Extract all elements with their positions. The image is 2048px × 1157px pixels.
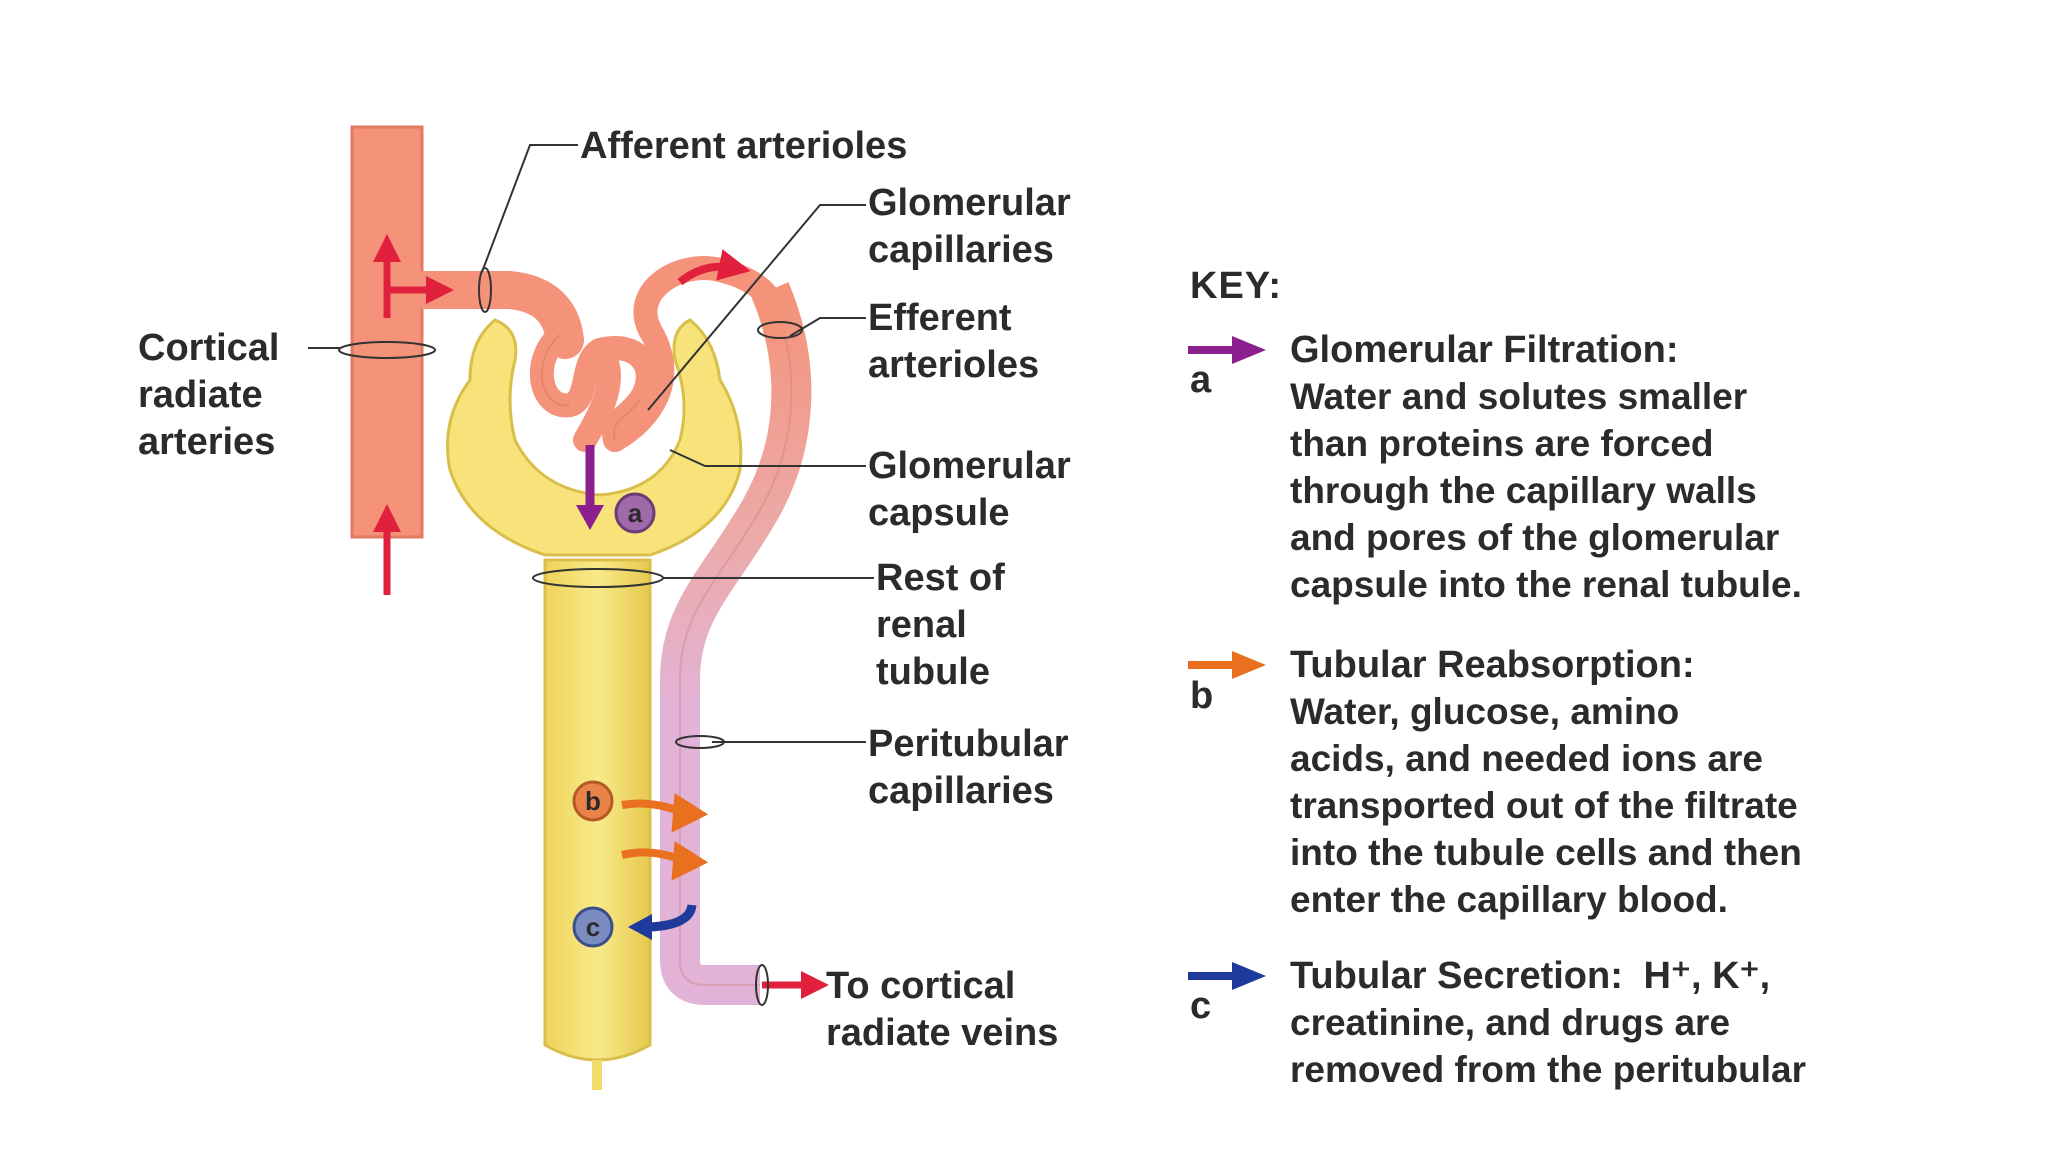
key-a-line-1: Water and solutes smaller <box>1290 376 1747 417</box>
key-b-line-1: Water, glucose, amino <box>1290 691 1679 732</box>
label-cortical-1: Cortical <box>138 327 279 369</box>
badge-c: c <box>572 906 614 948</box>
reabsorption-arrows <box>621 793 709 881</box>
key-letter-c: c <box>1190 985 1211 1027</box>
key-c-line-2: removed from the peritubular <box>1290 1049 1806 1090</box>
key-b-line-2: acids, and needed ions are <box>1290 738 1763 779</box>
tubule-tail <box>592 1060 602 1090</box>
label-to-veins-1: To cortical <box>826 965 1015 1007</box>
glomerulus-flow-arrow <box>677 249 751 286</box>
key-a-line-4: and pores of the glomerular <box>1290 517 1779 558</box>
key-b-line-4: into the tubule cells and then <box>1290 832 1802 873</box>
peritubular-capillary <box>660 282 812 1005</box>
svg-text:a: a <box>628 498 643 528</box>
key-arrow-orange <box>1188 651 1266 679</box>
key-letter-a: a <box>1190 359 1212 401</box>
label-glomerular-capsule-1: Glomerular <box>868 445 1071 487</box>
key-title: KEY: <box>1190 265 1282 307</box>
cortical-radiate-artery <box>350 125 424 539</box>
label-peritubular-2: capillaries <box>868 770 1054 812</box>
label-rest-tubule-3: tubule <box>876 651 990 693</box>
key-letter-b: b <box>1190 675 1213 717</box>
label-efferent-2: arterioles <box>868 344 1039 386</box>
label-glomerular-capillaries-2: capillaries <box>868 229 1054 271</box>
key-heading-secretion-ions: H⁺, K⁺, <box>1643 955 1770 997</box>
label-peritubular-1: Peritubular <box>868 723 1069 765</box>
key-c-line-1: creatinine, and drugs are <box>1290 1002 1730 1043</box>
badge-b: b <box>572 780 614 822</box>
leader-lines <box>308 144 874 743</box>
key-heading-secretion: Tubular Secretion: H⁺, K⁺, <box>1290 955 1770 997</box>
key-heading-secretion-title: Tubular Secretion: <box>1290 955 1623 997</box>
key-arrow-purple <box>1188 336 1266 364</box>
key-b-line-3: transported out of the filtrate <box>1290 785 1798 826</box>
label-afferent-arterioles: Afferent arterioles <box>580 125 907 167</box>
label-to-veins-2: radiate veins <box>826 1012 1058 1054</box>
label-rest-tubule-1: Rest of <box>876 557 1005 599</box>
label-efferent-1: Efferent <box>868 297 1012 339</box>
label-cortical-2: radiate <box>138 374 263 416</box>
key-arrow-blue <box>1188 962 1266 990</box>
key-a-line-3: through the capillary walls <box>1290 470 1757 511</box>
label-rest-tubule-2: renal <box>876 604 967 646</box>
key-b-line-5: enter the capillary blood. <box>1290 879 1728 920</box>
label-glomerular-capsule-2: capsule <box>868 492 1010 534</box>
key-a-line-5: capsule into the renal tubule. <box>1290 564 1802 605</box>
label-cortical-3: arteries <box>138 421 275 463</box>
peritubular-capillary-outline <box>679 289 793 986</box>
glomerular-capsule <box>446 318 743 557</box>
label-glomerular-capillaries-1: Glomerular <box>868 182 1071 224</box>
key-heading-reabsorption: Tubular Reabsorption: <box>1290 644 1695 686</box>
key-heading-filtration: Glomerular Filtration: <box>1290 329 1678 371</box>
badge-a: a <box>614 492 656 534</box>
arterial-flow-arrows <box>373 234 454 595</box>
key-a-line-2: than proteins are forced <box>1290 423 1714 464</box>
svg-text:c: c <box>586 912 600 942</box>
svg-text:b: b <box>585 786 601 816</box>
secretion-arrow <box>628 904 697 940</box>
